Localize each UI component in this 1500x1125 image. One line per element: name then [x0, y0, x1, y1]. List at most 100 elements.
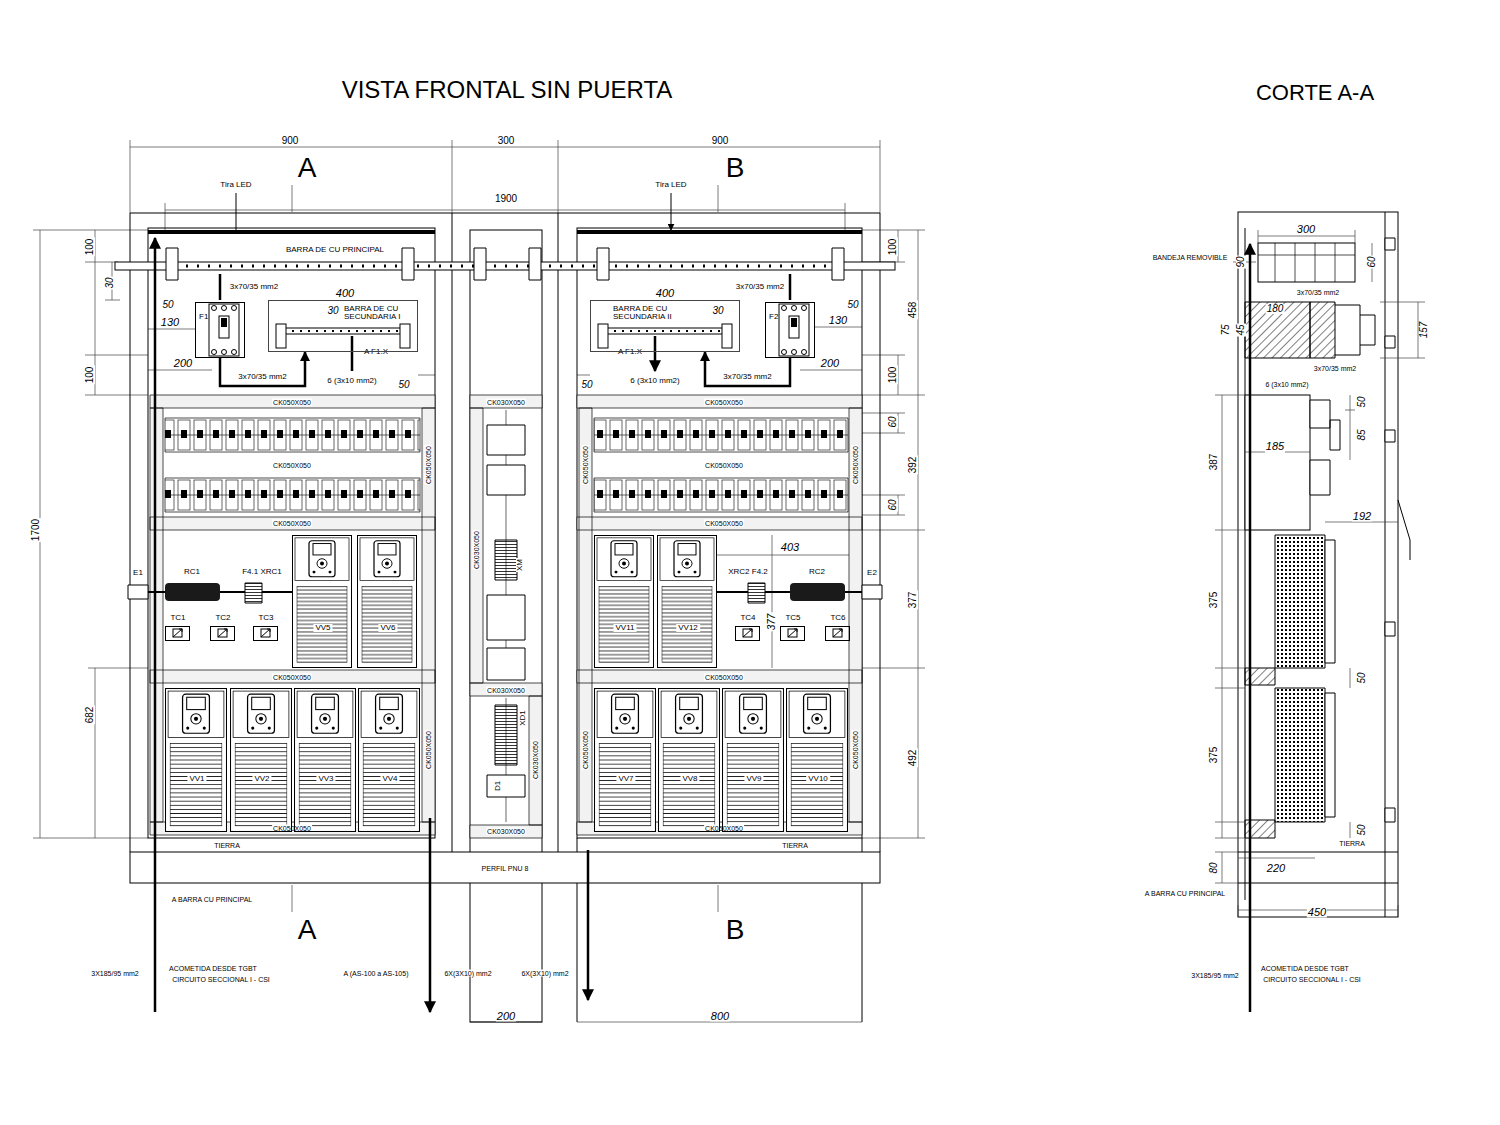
drive-drawing	[595, 689, 656, 832]
annotation-label: A BARRA CU PRINCIPAL	[171, 896, 253, 903]
annotation-label: ACOMETIDA DESDE TGBT	[168, 965, 258, 972]
annotation-label: TIERRA	[213, 842, 241, 849]
led-strip	[148, 230, 862, 234]
annotation-label: E2	[866, 569, 878, 577]
drive-drawing	[166, 689, 227, 832]
component-tag: TC1	[170, 614, 185, 622]
annotation-label: 200	[820, 358, 840, 369]
annotation-label: 192	[1352, 511, 1372, 522]
annotation-label: 30	[105, 276, 115, 289]
cable-label: 3x70/35 mm2	[722, 373, 772, 381]
annotation-label: 100	[888, 238, 898, 257]
main-busbar	[115, 262, 895, 270]
variable-speed-drive: VV12	[657, 535, 717, 668]
annotation-label: 403	[780, 542, 800, 553]
tc-drawing	[261, 629, 270, 637]
tc-drawing	[788, 629, 797, 637]
section-dimension-lines	[1215, 230, 1425, 917]
tc-drawing	[833, 629, 842, 637]
annotation-label: CK050X050	[272, 674, 312, 681]
annotation-label: A (AS-100 a AS-105)	[343, 970, 410, 977]
current-transformer: TC6	[825, 626, 850, 641]
annotation-label: CK050X050	[272, 520, 312, 527]
annotation-label: 130	[160, 317, 180, 328]
drive-drawing	[295, 689, 356, 832]
component-tag: VV2	[252, 775, 271, 783]
cable-label: 3x70/35 mm2	[237, 373, 287, 381]
annotation-label: 6 (3x10 mm2)	[629, 377, 680, 385]
variable-speed-drive: VV8	[658, 688, 720, 832]
busbar-insulators	[166, 248, 844, 280]
annotation-label: 50	[580, 380, 593, 390]
annotation-label: CK050X050	[704, 520, 744, 527]
component-tag: VV7	[616, 775, 635, 783]
annotation-label: 3X185/95 mm2	[1190, 972, 1239, 979]
annotation-label: 1900	[494, 194, 518, 204]
tc-drawing	[218, 629, 227, 637]
annotation-label: A	[297, 154, 318, 182]
annotation-label: CK050X050	[704, 462, 744, 469]
annotation-label: XM	[516, 558, 524, 572]
section-outline	[1238, 212, 1398, 917]
annotation-label: 50	[1357, 395, 1367, 408]
annotation-label: 682	[85, 706, 95, 725]
variable-speed-drive: VV6	[357, 535, 417, 668]
annotation-label: CK050X050	[425, 445, 432, 485]
annotation-label: A F1.X	[617, 348, 643, 356]
annotation-label: D1	[494, 780, 502, 792]
drive-keypad-profile	[1325, 540, 1335, 817]
annotation-label: CK030X050	[473, 530, 480, 570]
component-tag: VV5	[313, 624, 332, 632]
annotation-label: F4.1 XRC1	[241, 568, 283, 576]
annotation-label: 200	[496, 1011, 516, 1022]
drive-drawing	[231, 689, 292, 832]
drive-drawing	[359, 689, 420, 832]
annotation-label: 387	[1209, 453, 1219, 472]
outgoing-cable-arrow	[587, 850, 590, 1000]
dimension-lines	[33, 140, 925, 1022]
component-tag: F2	[769, 313, 778, 321]
annotation-label: 800	[710, 1011, 730, 1022]
variable-speed-drive: VV5	[292, 535, 352, 668]
view-title: VISTA FRONTAL SIN PUERTA	[341, 78, 674, 102]
annotation-label: 80	[1209, 861, 1219, 874]
annotation-label: BANDEJA REMOVIBLE	[1152, 254, 1229, 261]
component-tag: TC3	[258, 614, 273, 622]
component-tag: VV10	[806, 775, 830, 783]
tc-drawing	[173, 629, 182, 637]
din-block-profile	[1245, 395, 1310, 530]
annotation-label: XD1	[519, 709, 527, 727]
annotation-label: 157	[1419, 321, 1429, 340]
variable-speed-drive: VV2	[230, 688, 292, 832]
annotation-label: ACOMETIDA DESDE TGBT	[1260, 965, 1350, 972]
annotation-label: B	[725, 154, 746, 182]
annotation-label: CK030X050	[486, 828, 526, 835]
annotation-label: Tira LED	[219, 181, 252, 189]
drive-drawing	[723, 689, 784, 832]
annotation-label: CIRCUITO SECCIONAL I - CSI	[1262, 976, 1362, 983]
incoming-cable-arrow	[154, 238, 157, 1012]
secondary-busbar: BARRA DE CU SECUNDARIA I	[268, 300, 418, 352]
annotation-label: 900	[281, 136, 300, 146]
annotation-label: CK050X050	[704, 825, 744, 832]
component-tag: VV11	[614, 624, 637, 632]
annotation-label: 3x70/35 mm2	[1296, 289, 1340, 296]
plinth-profile	[130, 852, 880, 883]
annotation-label: 375	[1209, 591, 1219, 610]
annotation-label: 300	[497, 136, 516, 146]
current-transformer: TC3	[253, 626, 278, 641]
leader-arrow	[236, 193, 671, 230]
annotation-label: CK030X050	[532, 740, 539, 780]
annotation-label: PERFIL PNU 8	[481, 865, 530, 872]
annotation-label: 50	[397, 380, 410, 390]
annotation-label: 375	[1209, 746, 1219, 765]
annotation-label: 180	[1266, 304, 1285, 314]
drive-profiles	[1275, 535, 1325, 822]
annotation-label: CK050X050	[704, 674, 744, 681]
annotation-label: 100	[85, 366, 95, 385]
annotation-label: CK030X050	[486, 687, 526, 694]
annotation-label: 377	[908, 591, 918, 610]
annotation-label: A BARRA CU PRINCIPAL	[1144, 890, 1226, 897]
annotation-label: 85	[1357, 428, 1367, 441]
